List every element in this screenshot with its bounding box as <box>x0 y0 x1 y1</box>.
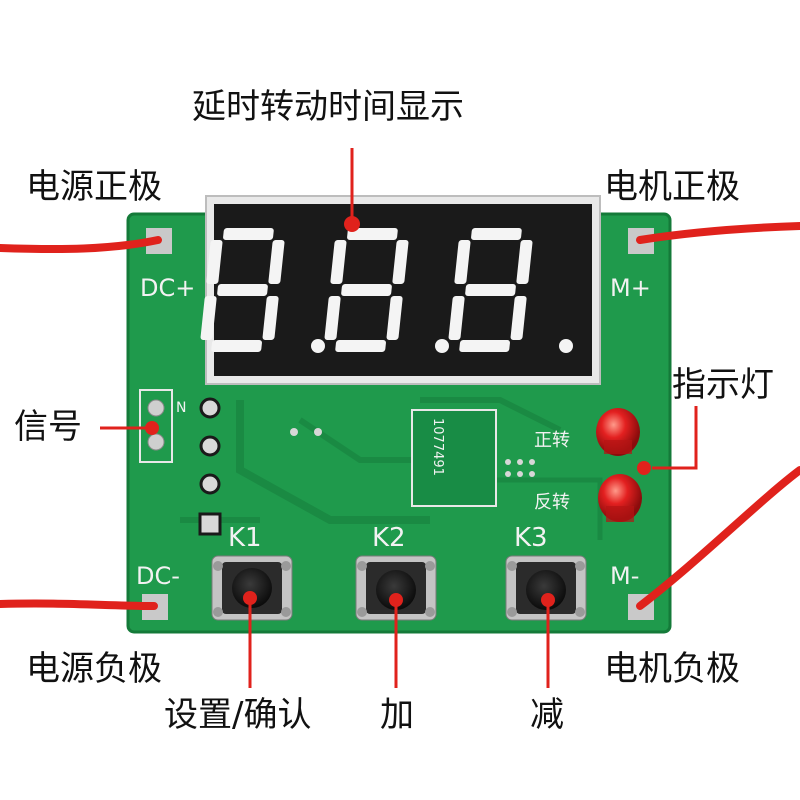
pin-n-silk: N <box>176 400 186 416</box>
display-segment <box>200 296 217 340</box>
display-decimal-point <box>559 339 573 353</box>
display-segment <box>268 240 285 284</box>
wire-motor-negative <box>636 466 800 610</box>
set-confirm-label: 设置/确认 <box>164 695 312 735</box>
display-segment <box>324 296 341 340</box>
display-digit <box>200 228 325 353</box>
display-segment <box>347 228 398 240</box>
m-minus-silk: M- <box>610 562 639 590</box>
signal-label: 信号 <box>14 407 82 447</box>
display-segment <box>217 284 268 296</box>
wire-power-positive <box>0 236 162 254</box>
display-segment <box>510 296 527 340</box>
display-segment <box>392 240 409 284</box>
k1-silk: K1 <box>228 523 262 553</box>
display-segment <box>471 228 522 240</box>
dc-plus-silk: DC+ <box>140 274 195 302</box>
display-decimal-point <box>311 339 325 353</box>
k3-silk: K3 <box>514 523 548 553</box>
display-segment <box>211 340 262 352</box>
display-digit <box>324 228 449 353</box>
power-positive-label: 电源正极 <box>26 167 162 207</box>
led-forward <box>596 408 640 456</box>
dc-minus-silk: DC- <box>136 562 180 590</box>
display-segment <box>459 340 510 352</box>
wire-power-negative <box>0 599 158 610</box>
k2-silk: K2 <box>372 523 406 553</box>
power-negative-label: 电源负极 <box>26 649 162 689</box>
display-segment <box>262 296 279 340</box>
button-k1[interactable] <box>211 555 293 621</box>
callouts <box>100 148 698 688</box>
display-segment <box>465 284 516 296</box>
display-segment <box>516 240 533 284</box>
display-segment <box>335 340 386 352</box>
display-decimal-point <box>435 339 449 353</box>
signal-header <box>139 389 222 536</box>
display-digit <box>448 228 573 353</box>
indicator-label: 指示灯 <box>672 365 774 405</box>
seven-segment-display <box>200 195 601 385</box>
led-reverse <box>598 474 642 522</box>
forward-silk: 正转 <box>534 430 570 451</box>
display-segment <box>341 284 392 296</box>
button-k3[interactable] <box>505 555 587 621</box>
button-k2[interactable] <box>355 555 437 621</box>
motor-negative-label: 电机负极 <box>604 649 740 689</box>
display-segment <box>330 240 347 284</box>
add-label: 加 <box>380 695 414 735</box>
reverse-silk: 反转 <box>534 492 570 513</box>
display-segment <box>386 296 403 340</box>
m-plus-silk: M+ <box>610 274 651 302</box>
display-segment <box>448 296 465 340</box>
chip-code-silk: 1077491 <box>430 418 445 476</box>
wire-motor-positive <box>636 222 800 244</box>
title-label: 延时转动时间显示 <box>192 87 464 127</box>
subtract-label: 减 <box>530 695 564 735</box>
display-segment <box>454 240 471 284</box>
motor-positive-label: 电机正极 <box>604 167 740 207</box>
display-segment <box>223 228 274 240</box>
display-segment <box>206 240 223 284</box>
